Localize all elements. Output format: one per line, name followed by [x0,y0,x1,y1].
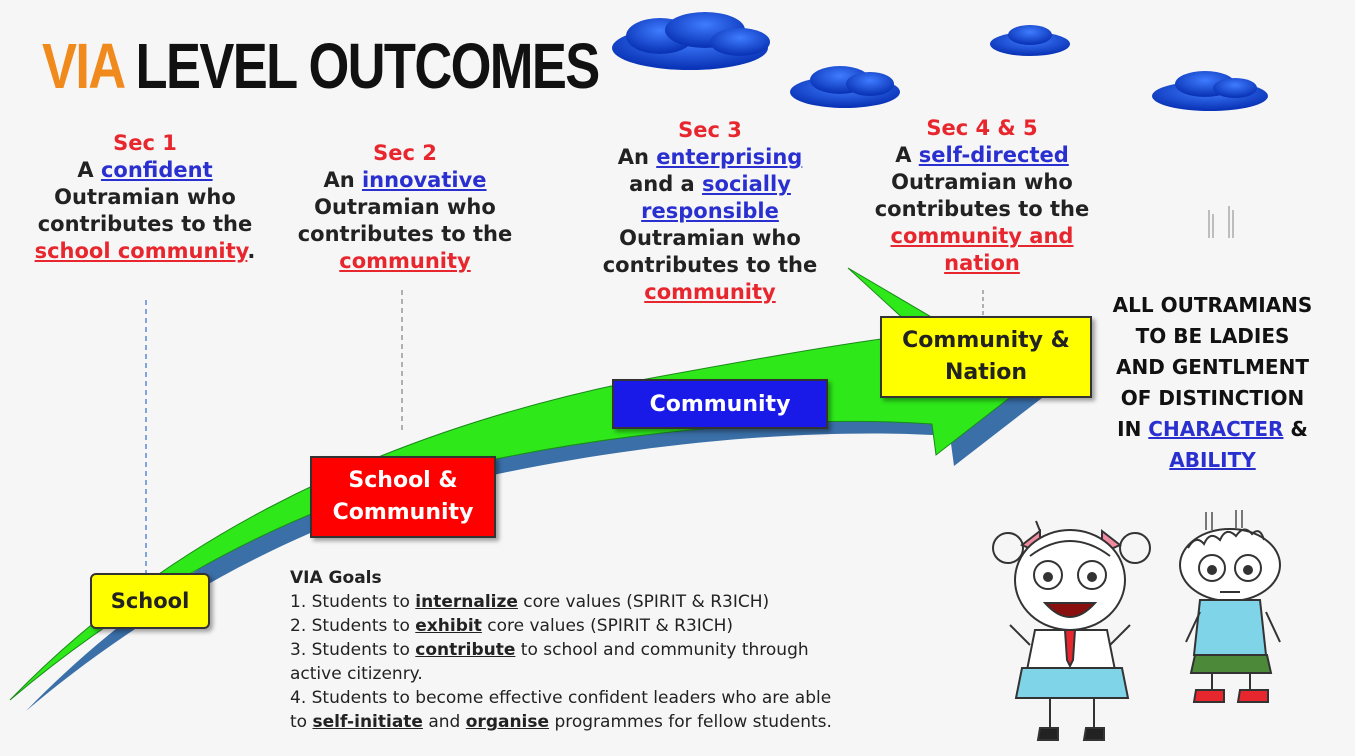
outcome-line: AND GENTLMENT [1116,355,1309,379]
girl-cartoon-icon [992,520,1151,741]
level-heading: Sec 1 [113,131,177,155]
stage-school: School [90,573,210,629]
goal-item: active citizenry. [290,664,423,684]
cloud-icon [790,66,900,108]
level-target: community [644,280,776,304]
level-text: A [77,158,101,182]
level-text: and a [629,172,703,196]
cloud-icon [1152,71,1268,111]
level-text: contributes to the [37,212,253,236]
stage-label: Community & [902,328,1070,353]
stage-community: Community [612,379,828,429]
level-sec3: Sec 3 An enterprising and a socially res… [590,117,830,306]
goal-item: to self-initiate and organise programmes… [290,712,832,732]
level-text: An [323,168,362,192]
goal-item: 4. Students to become effective confiden… [290,688,832,708]
stage-label: Nation [944,360,1028,385]
level-text: . [247,239,256,263]
level-text: contributes to the [297,222,513,246]
stage-label: Community [332,500,474,525]
title-rest: LEVEL OUTCOMES [122,30,601,102]
cloud-icon [990,25,1070,56]
stage-label: School [110,589,190,613]
level-keyword: socially [702,172,791,196]
level-target: community [339,249,471,273]
via-goals: VIA Goals 1. Students to internalize cor… [290,566,1010,734]
level-keyword: self-directed [918,143,1069,167]
sparkle-icon [1205,510,1243,530]
title-via: VIA [42,30,124,102]
goals-title: VIA Goals [290,568,382,588]
level-text: An [617,145,657,169]
sparkle-icon [1208,206,1234,238]
stage-label: School & [348,468,458,493]
outcome-statement: ALL OUTRAMIANS TO BE LADIES AND GENTLMEN… [1105,290,1320,476]
level-text: contributes to the [602,253,818,277]
level-text: Outramian who [54,185,236,209]
level-text: A [895,143,919,167]
level-heading: Sec 2 [373,141,437,165]
level-sec4-5: Sec 4 & 5 A self-directed Outramian who … [862,115,1102,277]
level-sec1: Sec 1 A confident Outramian who contribu… [20,130,270,265]
outcome-line: ALL OUTRAMIANS [1112,293,1313,317]
boy-cartoon-icon [1179,528,1281,703]
outcome-line: OF DISTINCTION [1120,386,1305,410]
level-keyword: innovative [361,168,487,192]
outcome-keyword: CHARACTER [1148,417,1284,441]
level-text: Outramian who [619,226,801,250]
goal-item: 2. Students to exhibit core values (SPIR… [290,616,734,636]
page-title: VIA LEVEL OUTCOMES [42,34,600,98]
cloud-icon [612,12,770,70]
level-text: Outramian who [314,195,496,219]
level-heading: Sec 4 & 5 [926,116,1038,140]
stage-school-community: School & Community [310,456,496,538]
goal-item: 3. Students to contribute to school and … [290,640,809,660]
level-text: contributes to the [874,197,1090,221]
level-keyword: enterprising [656,145,803,169]
goal-item: 1. Students to internalize core values (… [290,592,770,612]
level-keyword: confident [100,158,213,182]
level-text: Outramian who [891,170,1073,194]
level-target: community and [890,224,1074,248]
level-target: nation [944,251,1020,275]
outcome-keyword: ABILITY [1169,448,1256,472]
outcome-line: & [1283,417,1308,441]
outcome-line: IN [1117,417,1149,441]
level-sec2: Sec 2 An innovative Outramian who contri… [285,140,525,275]
stage-community-nation: Community & Nation [880,316,1092,398]
level-keyword: responsible [641,199,779,223]
outcome-line: TO BE LADIES [1135,324,1290,348]
level-heading: Sec 3 [678,118,742,142]
stage-label: Community [649,391,791,417]
level-target: school community [34,239,248,263]
